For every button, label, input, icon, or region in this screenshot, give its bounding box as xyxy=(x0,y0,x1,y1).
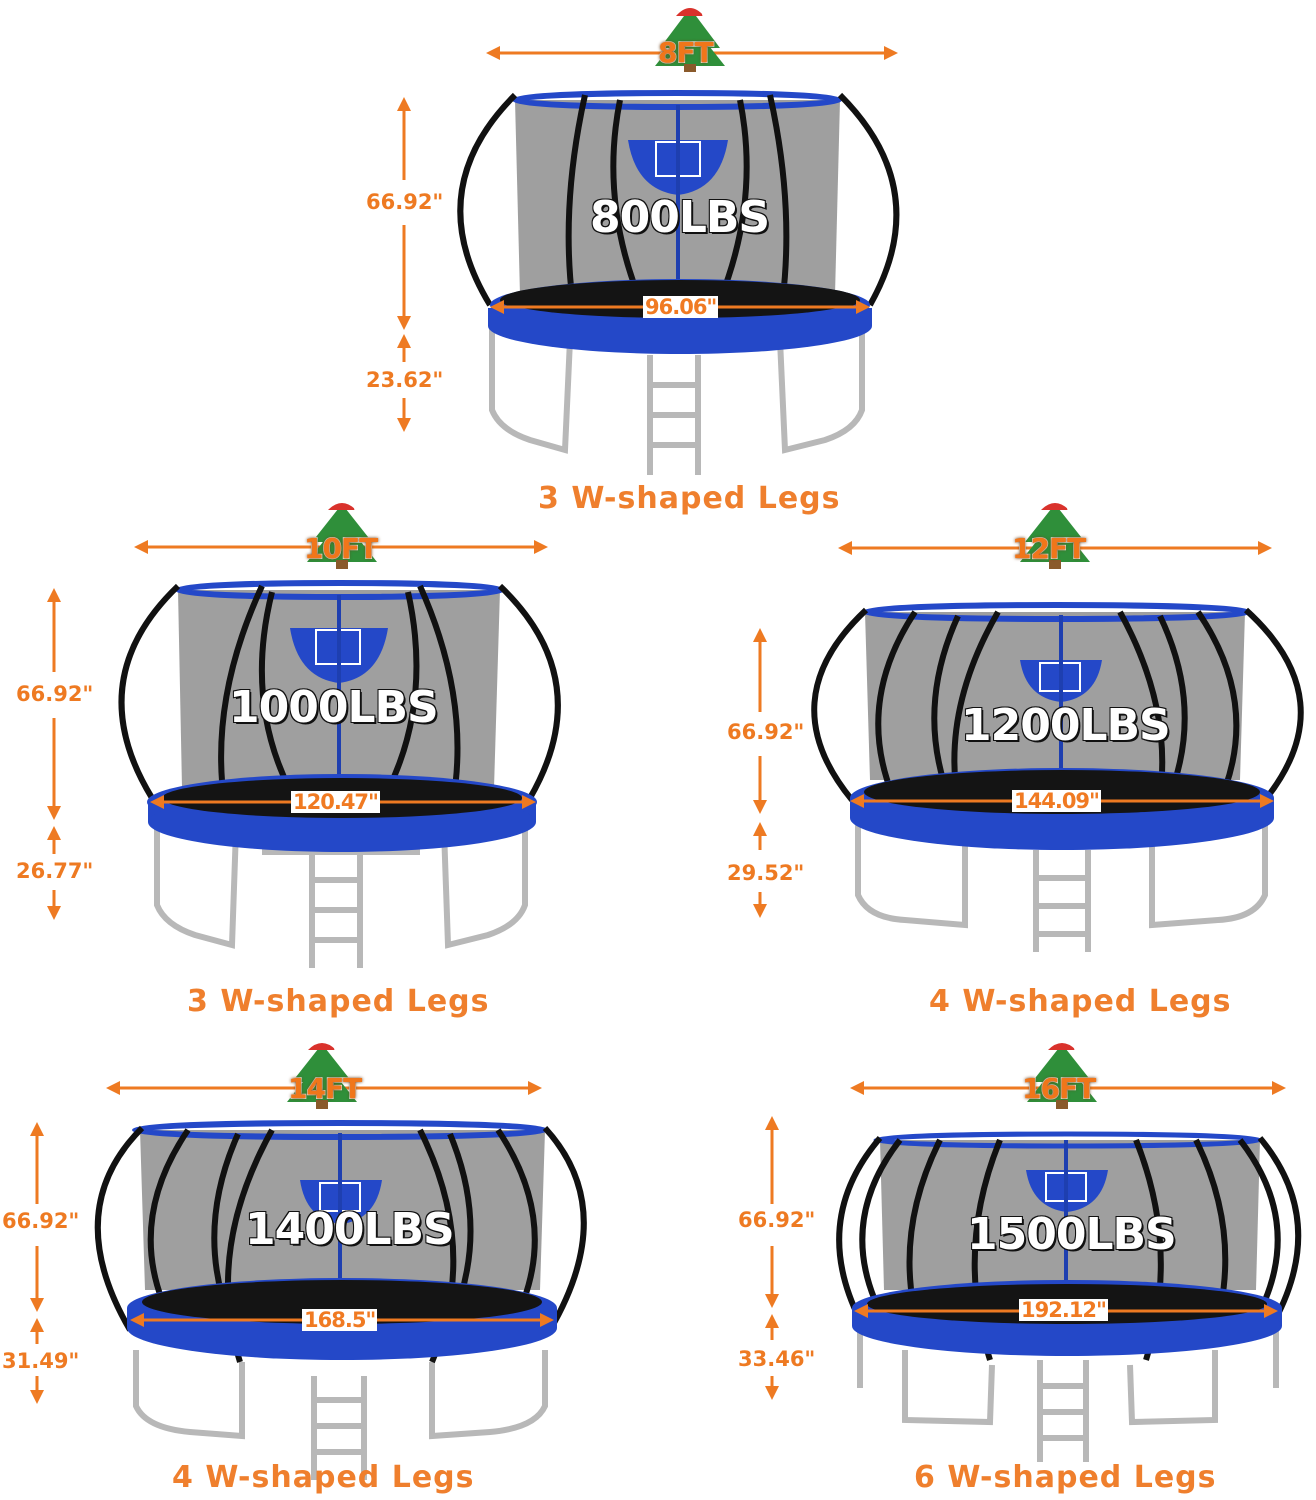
weight-capacity: 1400LBS xyxy=(244,1203,456,1256)
christmas-tree-icon xyxy=(1027,1043,1097,1109)
legs-caption: 4 W-shaped Legs xyxy=(929,984,1232,1019)
trampoline-16ft-illustration xyxy=(765,1043,1302,1462)
size-label: 12FT xyxy=(1011,531,1087,566)
weight-capacity: 1500LBS xyxy=(966,1208,1178,1261)
trampoline-8ft-illustration xyxy=(397,8,900,475)
diameter-label: 168.5" xyxy=(302,1308,378,1332)
legs-caption: 3 W-shaped Legs xyxy=(538,481,841,516)
christmas-tree-icon xyxy=(307,503,377,569)
weight-capacity: 1200LBS xyxy=(960,699,1172,752)
net-height-label: 66.92" xyxy=(738,1208,816,1232)
trampoline-10ft-panel: 10FT 66.92" 26.77" 1000LBS 120.47" 3 W-s… xyxy=(0,500,660,1030)
diameter-label: 144.09" xyxy=(1012,789,1101,813)
net-height-label: 66.92" xyxy=(727,720,805,744)
size-label: 16FT xyxy=(1021,1071,1097,1106)
size-label: 14FT xyxy=(287,1071,363,1106)
diameter-label: 96.06" xyxy=(643,295,719,319)
diameter-label: 192.12" xyxy=(1019,1298,1108,1322)
christmas-tree-icon xyxy=(655,8,725,72)
net-height-label: 66.92" xyxy=(366,190,444,214)
trampoline-12ft-illustration xyxy=(753,503,1304,952)
size-label: 10FT xyxy=(303,531,379,566)
christmas-tree-icon xyxy=(287,1043,357,1109)
trampoline-14ft-illustration xyxy=(30,1043,587,1480)
net-height-label: 66.92" xyxy=(2,1209,80,1233)
trampoline-12ft-panel: 12FT 66.92" 29.52" 1200LBS 144.09" 4 W-s… xyxy=(700,500,1316,1030)
trampoline-16ft-panel: 16FT 66.92" 33.46" 1500LBS 192.12" 6 W-s… xyxy=(700,1040,1316,1500)
trampoline-8ft-panel: 8FT 66.92" 23.62" 800LBS 96.06" 3 W-shap… xyxy=(0,0,1316,520)
legs-caption: 4 W-shaped Legs xyxy=(172,1460,475,1495)
weight-capacity: 1000LBS xyxy=(228,681,440,734)
christmas-tree-icon xyxy=(1020,503,1090,569)
weight-capacity: 800LBS xyxy=(589,191,771,244)
size-label: 8FT xyxy=(657,35,714,70)
leg-height-label: 29.52" xyxy=(727,861,805,885)
leg-height-label: 31.49" xyxy=(2,1349,80,1373)
trampoline-10ft-illustration xyxy=(47,503,561,968)
leg-height-label: 26.77" xyxy=(16,859,94,883)
legs-caption: 3 W-shaped Legs xyxy=(187,984,490,1019)
net-height-label: 66.92" xyxy=(16,682,94,706)
diameter-label: 120.47" xyxy=(291,790,380,814)
legs-caption: 6 W-shaped Legs xyxy=(914,1460,1217,1495)
leg-height-label: 33.46" xyxy=(738,1347,816,1371)
trampoline-14ft-panel: 14FT 66.92" 31.49" 1400LBS 168.5" 4 W-sh… xyxy=(0,1040,660,1500)
leg-height-label: 23.62" xyxy=(366,368,444,392)
